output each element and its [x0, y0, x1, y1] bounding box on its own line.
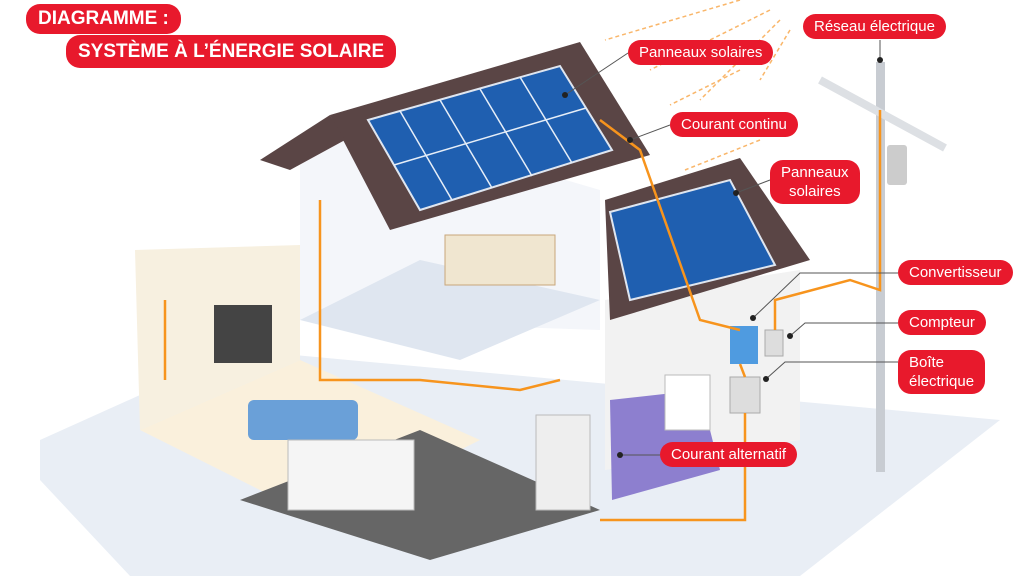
label-inverter: Convertisseur — [898, 260, 1013, 285]
kitchen-counter — [287, 439, 415, 511]
breaker-box-device — [729, 376, 761, 414]
label-solar-panels-garage: Panneaux solaires — [770, 160, 860, 204]
fridge — [535, 414, 591, 511]
label-breaker-box-line2: électrique — [909, 373, 975, 390]
bed — [444, 234, 556, 286]
label-direct-current: Courant continu — [670, 112, 798, 137]
main-solar-panels — [366, 64, 614, 212]
leader-lines — [564, 40, 898, 456]
kitchen-floor — [240, 430, 600, 560]
washer — [664, 374, 711, 431]
title-line-2: SYSTÈME À L’ÉNERGIE SOLAIRE — [66, 35, 397, 68]
label-breaker-box: Boîte électrique — [898, 350, 986, 394]
meter-device — [764, 329, 784, 357]
label-meter: Compteur — [898, 310, 986, 335]
tv — [214, 305, 272, 363]
pole-crossarm — [818, 76, 947, 152]
label-alternating-current: Courant alternatif — [660, 442, 798, 467]
sofa — [248, 400, 358, 440]
label-grid: Réseau électrique — [803, 14, 946, 39]
transformer — [887, 145, 907, 185]
side-roof — [260, 115, 345, 170]
label-solar-panels-garage-line1: Panneaux — [781, 164, 849, 181]
garage-solar-panels — [608, 178, 777, 302]
inverter-device — [730, 326, 758, 364]
label-solar-panels-main: Panneaux solaires — [628, 40, 774, 65]
label-breaker-box-line1: Boîte — [909, 354, 945, 371]
title-line-1: DIAGRAMME : — [26, 4, 181, 34]
label-solar-panels-garage-line2: solaires — [788, 183, 841, 200]
